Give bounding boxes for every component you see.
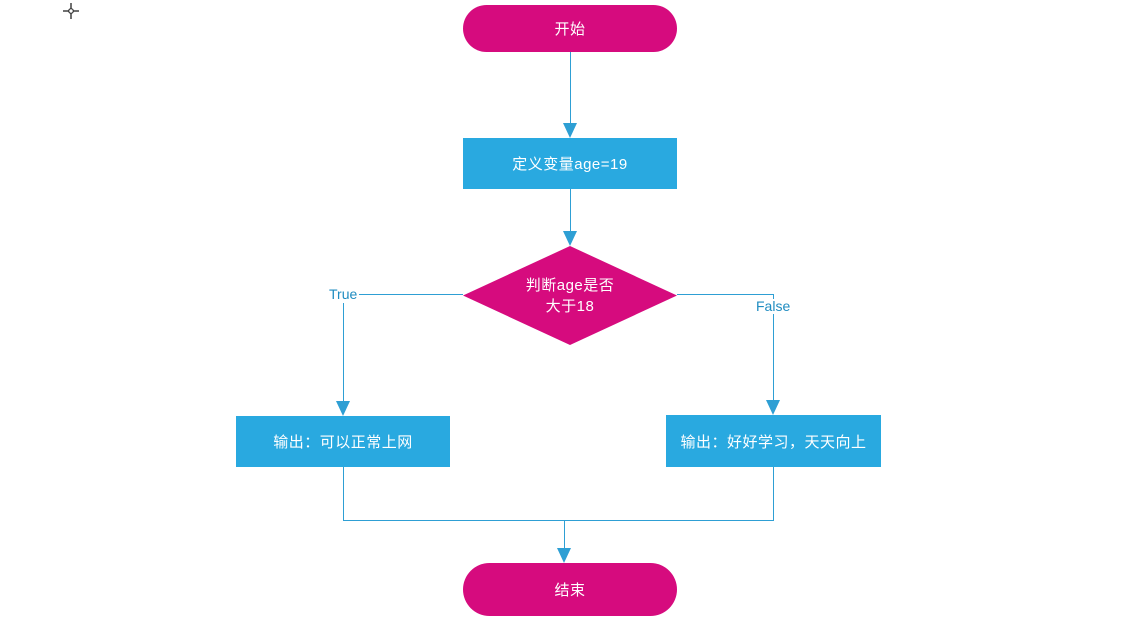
decision-label-line2: 大于18 xyxy=(545,297,595,315)
output-true-node[interactable]: 输出：可以正常上网 xyxy=(236,416,450,467)
arrowhead-output-false xyxy=(766,400,780,415)
connector-true-vertical[interactable] xyxy=(343,303,344,402)
connector-merge-right-vertical[interactable] xyxy=(773,466,774,520)
edge-label-true: True xyxy=(327,286,360,302)
connector-merge-horizontal[interactable] xyxy=(343,520,774,521)
connector-false-vertical[interactable] xyxy=(773,294,774,401)
edge-label-false: False xyxy=(754,298,793,314)
arrowhead-output-true xyxy=(336,401,350,416)
connector-true-horizontal[interactable] xyxy=(357,294,463,295)
start-node-label: 开始 xyxy=(554,21,586,38)
end-node-label: 结束 xyxy=(554,582,586,599)
connector-merge-left-vertical[interactable] xyxy=(343,467,344,520)
arrowhead-decision xyxy=(563,231,577,246)
decision-node-label: 判断age是否 大于18 xyxy=(526,275,615,317)
define-variable-node[interactable]: 定义变量age=19 xyxy=(463,138,677,189)
connector-start-define[interactable] xyxy=(570,52,571,124)
decision-label-line1: 判断age是否 xyxy=(525,276,615,294)
connector-merge-end[interactable] xyxy=(564,520,565,549)
decision-node[interactable]: 判断age是否 大于18 xyxy=(463,246,677,345)
connector-define-decision[interactable] xyxy=(570,189,571,232)
output-false-node[interactable]: 输出：好好学习，天天向上 xyxy=(666,415,881,467)
output-false-node-label: 输出：好好学习，天天向上 xyxy=(680,433,867,451)
connector-false-horizontal[interactable] xyxy=(677,294,773,295)
crosshair-cursor-icon xyxy=(63,3,79,19)
output-true-node-label: 输出：可以正常上网 xyxy=(273,434,413,451)
start-node[interactable]: 开始 xyxy=(463,5,677,52)
end-node[interactable]: 结束 xyxy=(463,563,677,616)
arrowhead-end xyxy=(557,548,571,563)
arrowhead-define xyxy=(563,123,577,138)
define-variable-node-label: 定义变量age=19 xyxy=(512,156,628,173)
